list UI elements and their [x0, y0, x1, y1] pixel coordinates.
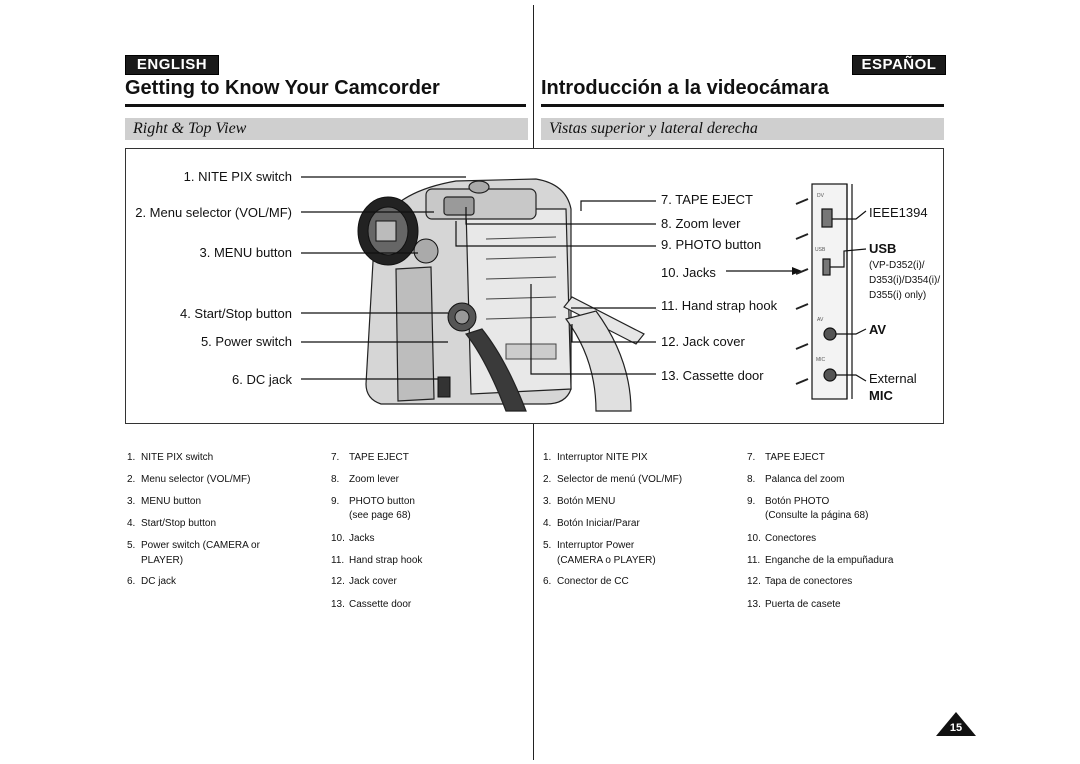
legend-item: 7.TAPE EJECT — [331, 452, 409, 463]
page-number-badge: 15 — [936, 712, 976, 736]
page-number: 15 — [949, 722, 963, 734]
legend-item: 12.Jack cover — [331, 576, 397, 587]
jack-ieee1394-label: IEEE1394 — [869, 205, 928, 220]
legend-item: 10.Jacks — [331, 533, 375, 544]
eyepiece — [357, 196, 439, 266]
spanish-section-heading: Vistas superior y lateral derecha — [541, 118, 944, 140]
legend-item: 8.Palanca del zoom — [747, 474, 845, 485]
legend-item: 10.Conectores — [747, 533, 817, 544]
panel-mark-av: AV — [817, 317, 824, 323]
spanish-title-rule — [541, 104, 944, 107]
callout-jack-cover: 12. Jack cover — [661, 334, 745, 349]
callout-nite-pix: 1. NITE PIX switch — [183, 169, 292, 184]
page-number-triangle — [936, 712, 976, 736]
camcorder-figure: 1. NITE PIX switch 2. Menu selector (VOL… — [125, 148, 944, 424]
legend-item: 5.Power switch (CAMERA or — [127, 540, 260, 551]
callout-tape-eject: 7. TAPE EJECT — [661, 192, 753, 207]
callout-zoom-lever: 8. Zoom lever — [661, 216, 741, 231]
jack-av-label: AV — [869, 322, 887, 337]
legend-item: 1.NITE PIX switch — [127, 452, 214, 463]
legend-item: (see page 68) — [349, 510, 411, 521]
legend-item: 9.Botón PHOTO — [747, 496, 830, 507]
callout-menu-button: 3. MENU button — [199, 245, 293, 260]
callout-jacks: 10. Jacks — [661, 265, 716, 280]
legend-item: 8.Zoom lever — [331, 474, 400, 485]
spanish-title: Introducción a la videocámara — [541, 77, 829, 99]
callout-dc-jack: 6. DC jack — [232, 372, 292, 387]
callout-start-stop: 4. Start/Stop button — [179, 306, 292, 321]
panel-mark-dv: DV — [817, 193, 824, 199]
callout-cassette-door: 13. Cassette door — [661, 368, 764, 383]
legend-item: 7.TAPE EJECT — [747, 452, 825, 463]
legend-item: 3.MENU button — [127, 496, 202, 507]
legend-item: 2.Selector de menú (VOL/MF) — [543, 474, 683, 485]
legend-item: 6.DC jack — [127, 576, 177, 587]
right-leader-lines — [455, 200, 792, 375]
jack-usb-label: USB — [869, 241, 897, 256]
usb-note-line2: D353(i)/D354(i)/ — [869, 275, 941, 286]
english-title-rule — [125, 104, 526, 107]
legend-item: 1.Interruptor NITE PIX — [543, 452, 648, 463]
legend-item: 13.Puerta de casete — [747, 599, 841, 610]
english-section-heading: Right & Top View — [125, 118, 528, 140]
legend-item: 12.Tapa de conectores — [747, 576, 853, 587]
panel-mark-mic: MIC — [816, 357, 826, 363]
legend-item: 2.Menu selector (VOL/MF) — [127, 474, 251, 485]
left-leader-lines — [301, 176, 466, 380]
callout-photo-button: 9. PHOTO button — [661, 237, 762, 252]
legend-item: 4.Start/Stop button — [127, 518, 217, 529]
callout-power-switch: 5. Power switch — [200, 334, 292, 349]
legend-item: (Consulte la página 68) — [765, 510, 869, 521]
english-title: Getting to Know Your Camcorder — [125, 77, 440, 99]
legend-item: 11.Hand strap hook — [331, 555, 423, 566]
legend-item: (CAMERA o PLAYER) — [557, 555, 656, 566]
hand-strap — [464, 296, 645, 412]
legend-item: 6.Conector de CC — [543, 576, 629, 587]
legend-item: 11.Enganche de la empuñadura — [747, 555, 894, 566]
jack-mic-label: MIC — [869, 388, 893, 403]
legend-item: PLAYER) — [141, 555, 184, 566]
camcorder-illustration — [301, 176, 867, 412]
callout-menu-selector: 2. Menu selector (VOL/MF) — [135, 205, 292, 220]
legend-item: 3.Botón MENU — [543, 496, 616, 507]
panel-mark-usb: USB — [815, 247, 826, 253]
english-badge: ENGLISH — [125, 55, 219, 75]
espanol-badge: ESPAÑOL — [852, 55, 946, 75]
callout-hand-strap-hook: 11. Hand strap hook — [661, 298, 778, 313]
usb-note-line3: D355(i) only) — [869, 290, 927, 301]
legend-item: 4.Botón Iniciar/Parar — [543, 518, 640, 529]
jack-panel — [795, 183, 853, 400]
jack-external-label: External — [869, 371, 917, 386]
legend-item: 9.PHOTO button — [331, 496, 415, 507]
legend-item: 5.Interruptor Power — [543, 540, 635, 551]
usb-note-line1: (VP-D352(i)/ — [869, 260, 925, 271]
jack-leader-lines — [830, 210, 867, 382]
legend-item: 13.Cassette door — [331, 599, 412, 610]
